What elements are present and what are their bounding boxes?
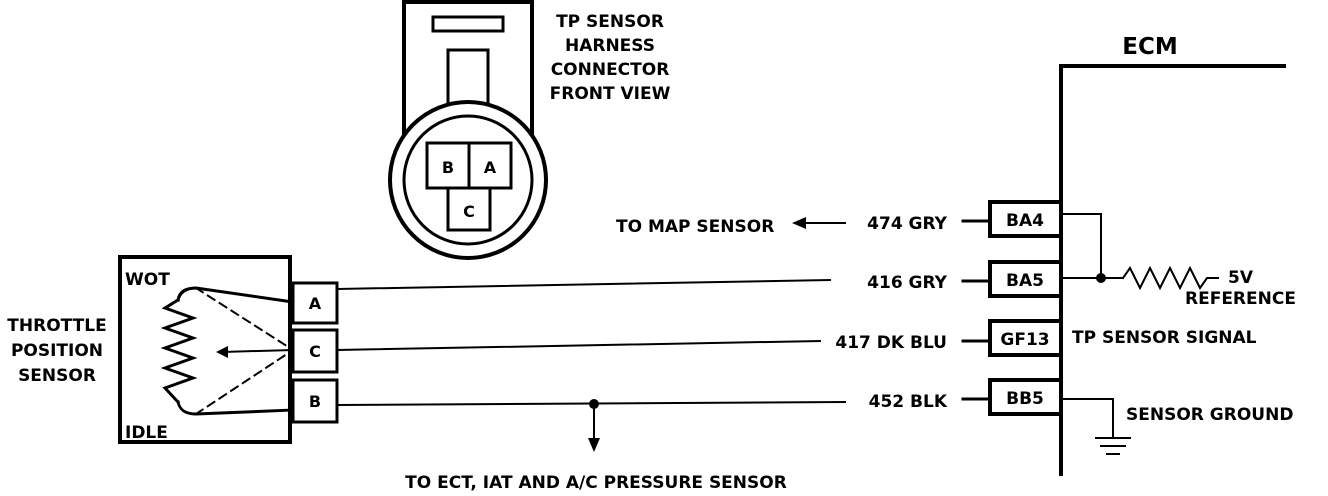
five-volt-label: 5V: [1228, 268, 1254, 288]
wire-417-label: 417 DK BLU: [835, 333, 947, 353]
connector-inner-ring: [402, 114, 534, 246]
harness-connector: [388, 0, 548, 260]
terminal-ba4-label: BA4: [1006, 211, 1044, 231]
connector-title-line-2: HARNESS: [565, 36, 655, 56]
sensor-name-line-3: SENSOR: [18, 366, 96, 386]
sensor-pin-b-label: B: [309, 392, 321, 411]
terminal-bb5: [988, 378, 1063, 416]
wiper-arrow: [220, 348, 294, 354]
sensor-pin-c-label: C: [309, 342, 321, 361]
connector-cavity-c: [446, 186, 492, 232]
terminal-gf13-label: GF13: [1000, 330, 1049, 350]
ecm-junction-dot: [1096, 273, 1106, 283]
terminal-bb5-label: BB5: [1006, 389, 1044, 409]
terminal-ba4: [988, 200, 1063, 238]
reference-resistor: [1121, 265, 1219, 291]
reference-label: REFERENCE: [1185, 289, 1296, 309]
wire-452-label: 452 BLK: [869, 392, 948, 412]
sensor-pin-a-label: A: [309, 294, 322, 313]
wire-416-gry: [335, 278, 832, 291]
sensor-ground-label: SENSOR GROUND: [1126, 405, 1293, 425]
connector-latch-slot: [431, 15, 505, 33]
terminal-gf13: [988, 319, 1063, 357]
wire-416-label: 416 GRY: [867, 273, 948, 293]
connector-title-line-3: CONNECTOR: [551, 60, 670, 80]
ecm-label: ECM: [1122, 34, 1177, 60]
connector-pin-a-label: A: [484, 158, 497, 177]
wot-label: WOT: [125, 270, 170, 290]
idle-label: IDLE: [125, 423, 168, 443]
tp-resistor: [160, 297, 198, 405]
sensor-name-line-1: THROTTLE: [7, 316, 106, 336]
tp-signal-label: TP SENSOR SIGNAL: [1072, 328, 1257, 348]
connector-title-line-1: TP SENSOR: [556, 12, 664, 32]
connector-pin-c-label: C: [463, 202, 475, 221]
connector-pin-b-label: B: [442, 158, 454, 177]
sensor-name-line-2: POSITION: [11, 341, 103, 361]
wire-417-dk-blu: [335, 339, 822, 352]
to-ect-label: TO ECT, IAT AND A/C PRESSURE SENSOR: [405, 473, 787, 493]
sensor-pin-b-box: [291, 378, 339, 424]
terminal-ba5-label: BA5: [1006, 271, 1044, 291]
to-map-label: TO MAP SENSOR: [616, 217, 774, 237]
wire-474-label: 474 GRY: [867, 214, 948, 234]
tp-sensor: [118, 255, 339, 444]
connector-title-line-4: FRONT VIEW: [550, 84, 671, 104]
